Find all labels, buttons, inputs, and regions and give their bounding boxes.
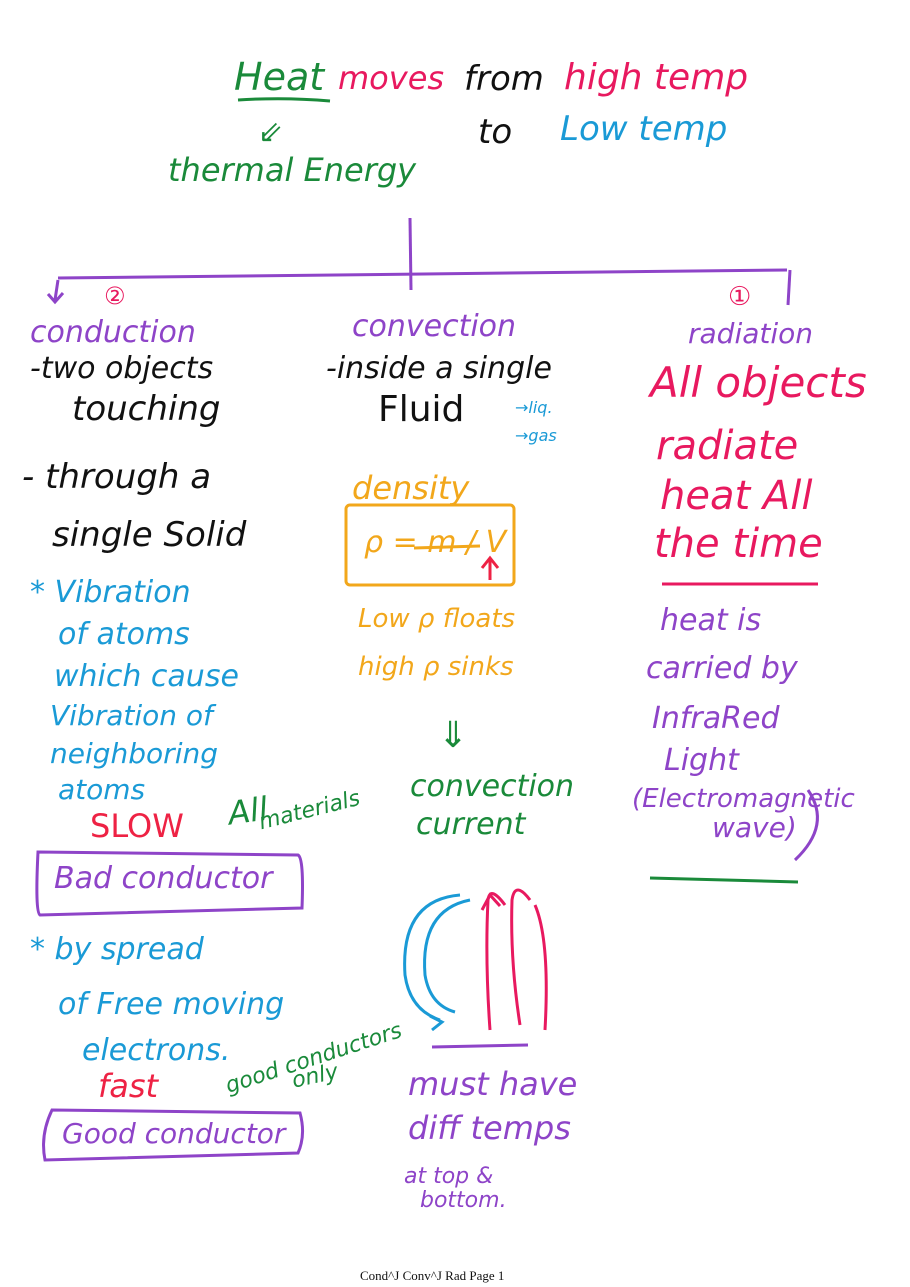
radiation-heading: radiation [688,317,814,350]
conduction-fast: fast [98,1067,159,1105]
convection-rule [431,1043,529,1049]
conduction-point2-line1: - through a [22,457,212,497]
convection-current-line2: current [416,807,526,842]
radiation-heat-line5: (Electromagnetic [632,784,855,814]
conduction-number: ② [104,282,126,310]
conduction-note1-line3: which cause [54,659,239,694]
title-low-temp: Low temp [560,109,728,149]
conduction-note1-line2: of atoms [58,617,190,652]
bad-conductor-box [35,850,304,917]
tree-bar [57,268,788,280]
left-arrow [46,279,65,305]
conduction-point2-line2: single Solid [52,515,247,555]
convection-must-line2: diff temps [408,1109,571,1147]
radiation-all-line2: radiate [656,423,799,469]
convection-point1-line2: Fluid [378,389,465,430]
radiation-all-line1: All objects [650,358,867,407]
conduction-note1-line6: atoms [58,773,146,806]
radiation-heat-line3: InfraRed [652,701,780,736]
radiation-heat-line1: heat is [660,603,762,638]
radiation-all-line3: heat All [660,473,813,519]
conduction-heading: conduction [30,315,196,350]
good-conductor-label: Good conductor [62,1117,286,1150]
title-heat: Heat [234,55,325,99]
low-density-floats: Low ρ floats [358,604,516,634]
bad-conductor-label: Bad conductor [54,861,273,896]
title-moves: moves [338,59,445,97]
convection-liq: →liq. [515,398,553,417]
density-formula: ρ = m / V [364,525,507,560]
radiation-heat-line2: carried by [646,651,798,686]
page-footer: Cond^J Conv^J Rad Page 1 [360,1268,505,1283]
convection-heading: convection [352,309,517,344]
conduction-note2-line2: of Free moving [58,987,285,1022]
convection-must-line3: at top & [404,1164,494,1189]
title-to: to [478,112,513,152]
radiation-all-line4: the time [654,521,823,567]
convection-gas: →gas [515,426,557,445]
convection-current-line1: convection [410,769,575,804]
radiation-number: ① [728,282,752,312]
convection-must-line4: bottom. [420,1188,507,1213]
convection-must-line1: must have [408,1065,578,1103]
title-from: from [464,59,544,99]
conduction-note2-line1: * by spread [30,932,204,967]
conduction-note2-line3: electrons. [82,1033,231,1068]
title-high-temp: high temp [564,57,749,98]
density-heading: density [352,469,470,507]
radiation-heat-line6: wave) [712,811,797,844]
right-branch [786,269,792,306]
tree-trunk [408,217,413,291]
high-density-sinks: high ρ sinks [358,652,514,682]
convection-current-drawing [403,888,548,1032]
conduction-point1-line1: -two objects [30,351,214,386]
heat-underline [237,97,331,103]
formula-box [344,503,516,587]
title-thermal-energy: thermal Energy [168,151,417,189]
radiation-heat-line4: Light [664,743,739,778]
radiation-rule-2 [649,876,799,884]
conduction-slow: SLOW [90,807,184,845]
convection-point1-line1: -inside a single [326,351,552,386]
convection-down-arrow-icon: ⇓ [438,715,469,756]
thermal-arrow-icon: ⇙ [258,115,284,150]
conduction-note1-line4: Vibration of [50,699,213,732]
conduction-point1-line2: touching [72,389,221,429]
good-conductor-box [42,1108,305,1162]
conduction-note1-line1: * Vibration [30,575,191,610]
conduction-note1-line5: neighboring [50,737,218,770]
